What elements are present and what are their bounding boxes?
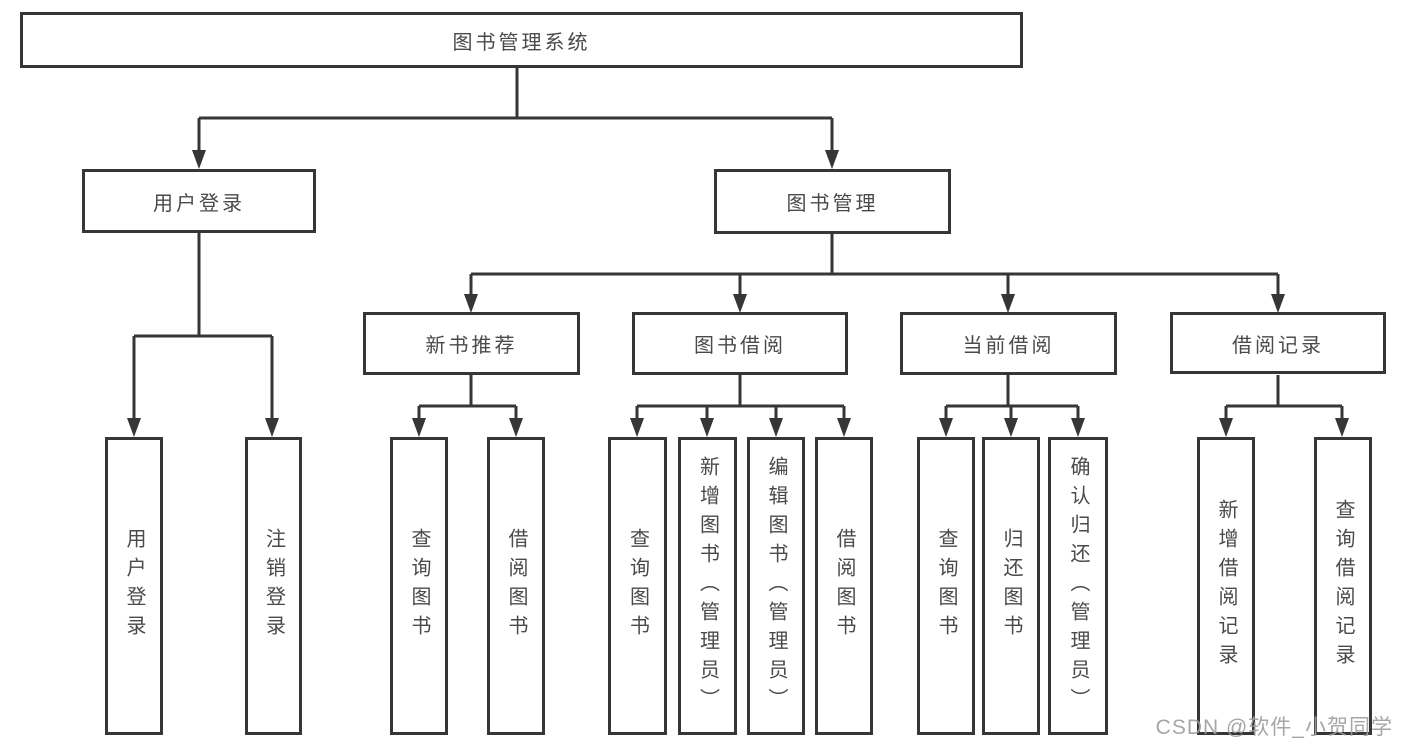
leaf-query-books-current: 查询图书 xyxy=(917,437,975,735)
connector-root-to-level2 xyxy=(197,68,834,157)
leaf-logout: 注销登录 xyxy=(245,437,302,735)
leaf-query-borrow-record-label: 查询借阅记录 xyxy=(1332,499,1354,673)
leaf-edit-book-admin-label: 编辑图书（管理员） xyxy=(765,455,787,717)
node-book-management: 图书管理 xyxy=(714,169,951,234)
leaf-add-borrow-record: 新增借阅记录 xyxy=(1197,437,1255,735)
watermark: CSDN @软件_小贺同学 xyxy=(1155,716,1393,739)
connector-book-borrow-to-children xyxy=(635,375,846,425)
node-user-login-label: 用户登录 xyxy=(153,192,245,215)
leaf-edit-book-admin: 编辑图书（管理员） xyxy=(747,437,805,735)
connector-book-mgmt-to-children xyxy=(469,233,1280,301)
leaf-add-book-admin-label: 新增图书（管理员） xyxy=(696,455,719,717)
leaf-query-books-borrowing: 查询图书 xyxy=(608,437,667,735)
node-book-management-system: 图书管理系统 xyxy=(20,12,1023,68)
node-current-borrowing-label: 当前借阅 xyxy=(962,335,1055,357)
connector-records-to-children xyxy=(1224,375,1344,425)
node-borrowing-records-label: 借阅记录 xyxy=(1232,334,1324,357)
leaf-return-books: 归还图书 xyxy=(982,437,1040,735)
leaf-borrow-books-borrowing-label: 借阅图书 xyxy=(833,528,855,644)
leaf-query-books-recommend-label: 查询图书 xyxy=(408,528,430,644)
leaf-logout-label: 注销登录 xyxy=(262,528,285,644)
connector-new-book-to-children xyxy=(417,375,518,425)
node-book-borrowing: 图书借阅 xyxy=(632,312,848,375)
leaf-borrow-books-recommend: 借阅图书 xyxy=(487,437,545,735)
node-new-book-recommendation-label: 新书推荐 xyxy=(425,335,518,357)
connector-user-login-to-children xyxy=(132,233,274,425)
leaf-query-books-recommend: 查询图书 xyxy=(390,437,448,735)
leaf-add-book-admin: 新增图书（管理员） xyxy=(678,437,737,735)
leaf-user-login-label: 用户登录 xyxy=(123,528,145,644)
node-borrowing-records: 借阅记录 xyxy=(1170,312,1386,374)
leaf-add-borrow-record-label: 新增借阅记录 xyxy=(1215,499,1237,673)
node-user-login: 用户登录 xyxy=(82,169,316,233)
node-current-borrowing: 当前借阅 xyxy=(900,312,1117,375)
leaf-query-books-borrowing-label: 查询图书 xyxy=(626,528,649,644)
node-book-borrowing-label: 图书借阅 xyxy=(694,335,786,357)
node-new-book-recommendation: 新书推荐 xyxy=(363,312,580,375)
leaf-borrow-books-recommend-label: 借阅图书 xyxy=(505,528,527,644)
node-book-management-label: 图书管理 xyxy=(786,193,879,215)
leaf-confirm-return-admin: 确认归还（管理员） xyxy=(1048,437,1108,735)
connector-current-borrow-to-children xyxy=(944,375,1080,425)
leaf-confirm-return-admin-label: 确认归还（管理员） xyxy=(1067,455,1089,717)
leaf-query-books-current-label: 查询图书 xyxy=(935,528,957,644)
node-book-management-system-label: 图书管理系统 xyxy=(452,31,591,54)
leaf-borrow-books-borrowing: 借阅图书 xyxy=(815,437,873,735)
leaf-return-books-label: 归还图书 xyxy=(1000,528,1022,644)
leaf-user-login: 用户登录 xyxy=(105,437,163,735)
leaf-query-borrow-record: 查询借阅记录 xyxy=(1314,437,1372,735)
